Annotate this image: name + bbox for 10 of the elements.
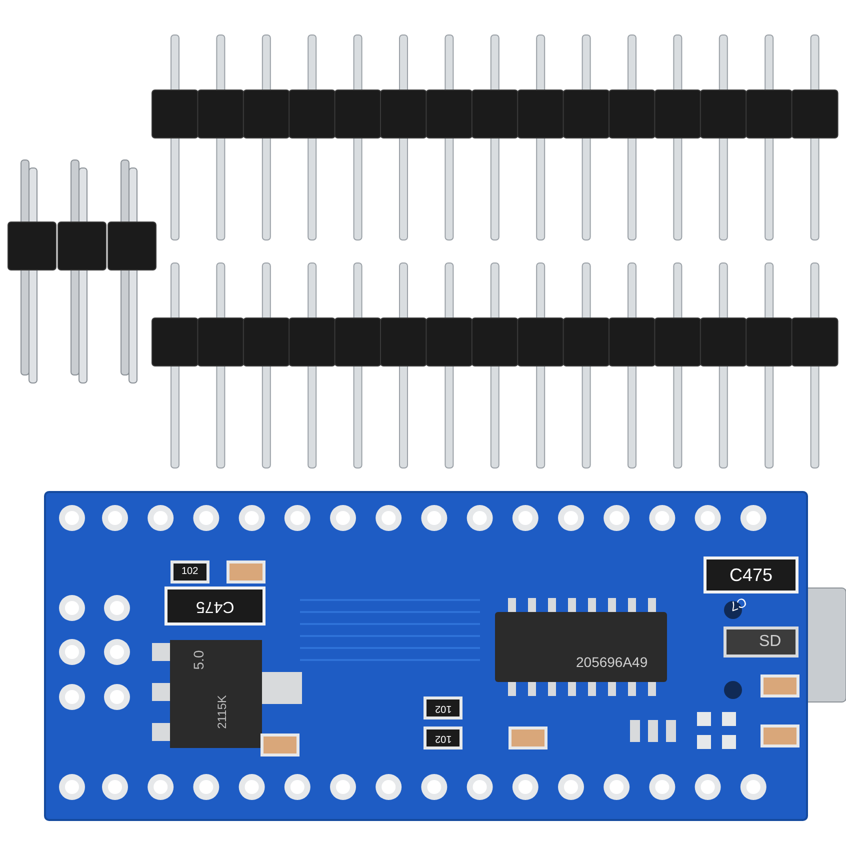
component-marking: 2115K [216,695,228,729]
component-marking: 5.0 [191,650,206,670]
component-marking: C7 [728,595,748,613]
component-marking: SD [759,634,782,650]
component-marking: 102 [182,567,198,577]
component-marking: 205696A49 [576,655,648,669]
component-marking: C475 [196,598,234,614]
component-marking: 102 [434,703,452,713]
component-marking: 102 [434,733,452,743]
component-marking: C475 [730,566,773,584]
